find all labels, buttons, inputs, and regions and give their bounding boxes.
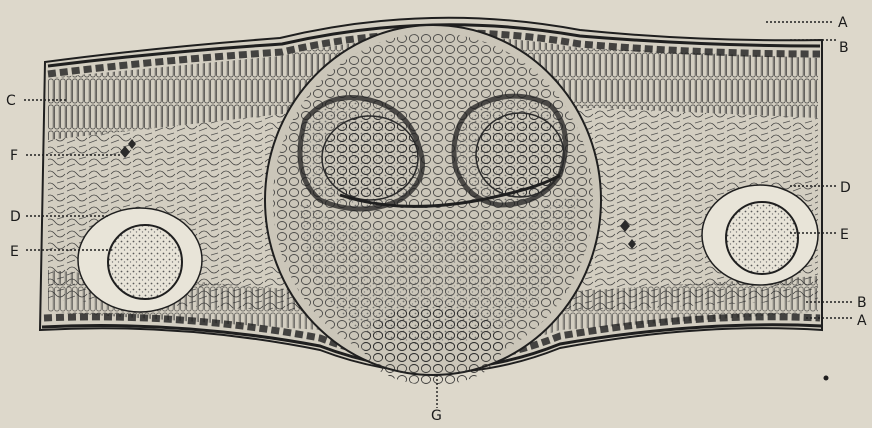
label-a-top: A [838,15,848,31]
left-cavity [78,208,202,312]
label-d-left: D [10,209,21,225]
label-g: G [431,408,442,423]
label-d-right: D [840,180,851,196]
label-f: F [10,148,18,164]
label-b-top: B [839,40,849,56]
label-a-bottom: A [857,313,867,329]
label-c: C [6,93,16,109]
label-e-left: E [10,244,19,260]
label-b-bottom: B [857,295,867,311]
label-e-right: E [840,227,849,243]
speck [824,376,829,381]
right-cavity [702,185,818,285]
